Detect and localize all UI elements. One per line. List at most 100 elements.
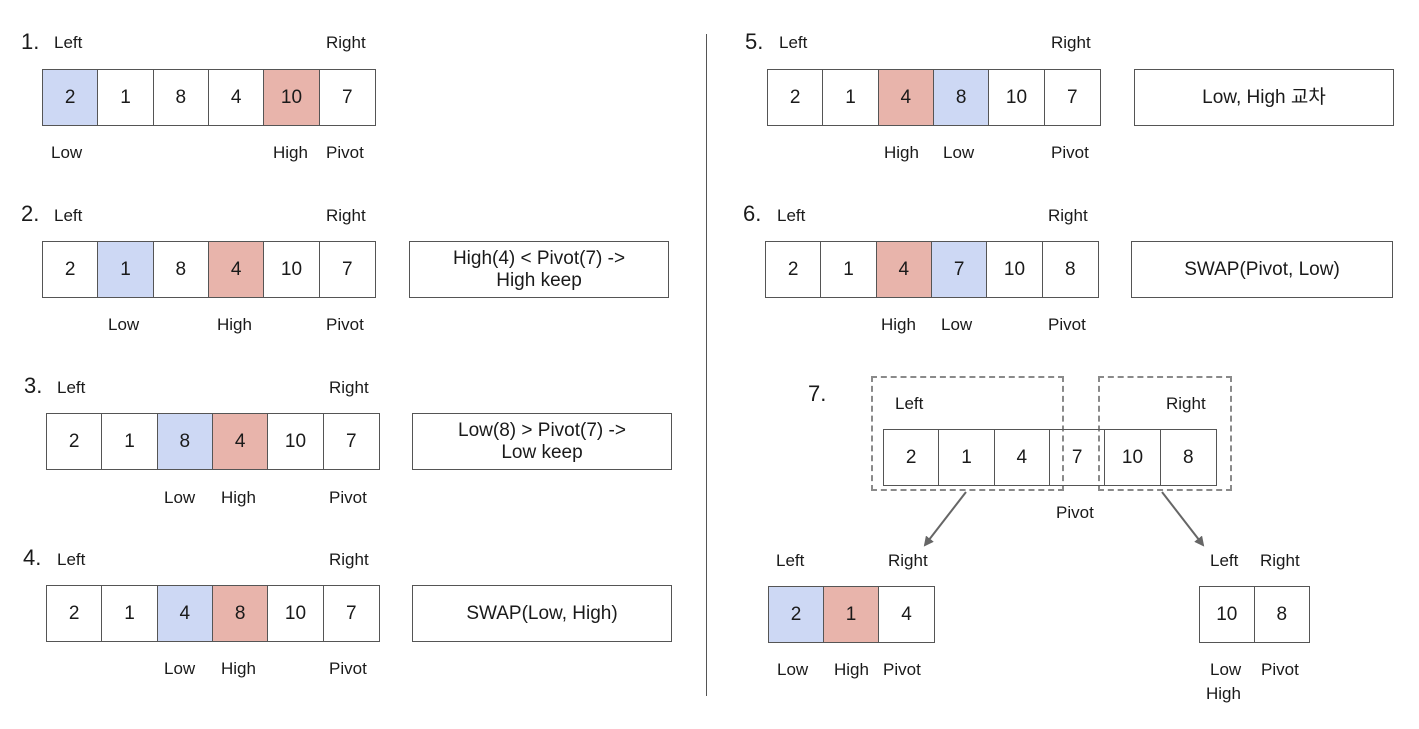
- array-cell: 4: [157, 586, 213, 641]
- step-note: SWAP(Low, High): [412, 585, 672, 642]
- array: 2 1 4 7 10 8: [765, 241, 1099, 298]
- step-note: High(4) < Pivot(7) -> High keep: [409, 241, 669, 298]
- array-cell: 10: [1105, 430, 1161, 485]
- column-divider: [706, 34, 707, 696]
- step-number: 7.: [808, 381, 827, 406]
- array-cell: 10: [268, 414, 324, 469]
- array-cell: 10: [268, 586, 324, 641]
- left-label: Left: [895, 394, 924, 413]
- sub-right-right-label: Right: [1260, 551, 1300, 570]
- array-cell: 8: [1065, 258, 1076, 280]
- left-label: Left: [779, 33, 808, 52]
- high-label: High: [221, 659, 256, 678]
- left-label: Left: [54, 206, 83, 225]
- array-cell: 10: [264, 70, 320, 125]
- array: 2 1 8 4 10 7: [42, 69, 376, 126]
- array: 2 1 4 8 10 7: [46, 585, 380, 642]
- array-cell: 2: [884, 430, 940, 485]
- step-note: Low(8) > Pivot(7) -> Low keep: [412, 413, 672, 470]
- array-cell: 2: [768, 70, 824, 125]
- step-number: 2.: [21, 201, 40, 226]
- array-cell: 1: [821, 242, 877, 297]
- pivot-label: Pivot: [1056, 503, 1094, 522]
- array-cell: 1: [939, 430, 995, 485]
- pivot-label: Pivot: [326, 143, 364, 162]
- array-cell: 7: [346, 430, 357, 452]
- step-number: 4.: [23, 545, 42, 570]
- array-cell: 4: [876, 242, 932, 297]
- low-label: Low: [941, 315, 973, 334]
- array-cell: 1: [823, 70, 879, 125]
- arrow-right: [1161, 491, 1205, 547]
- array-cell: 8: [1183, 446, 1194, 468]
- array-cell: 7: [1050, 430, 1106, 485]
- sub-right-low-label: Low: [1210, 660, 1242, 679]
- low-label: Low: [51, 143, 83, 162]
- sub-array-right: 10 8: [1199, 586, 1310, 643]
- array-cell: 7: [342, 258, 353, 280]
- array: 2 1 8 4 10 7: [42, 241, 376, 298]
- low-label: Low: [108, 315, 140, 334]
- high-label: High: [884, 143, 919, 162]
- arrow-left: [923, 491, 967, 547]
- sub-left-low-label: Low: [777, 660, 809, 679]
- array-cell: 7: [931, 242, 988, 297]
- step-number: 6.: [743, 201, 762, 226]
- sub-left-high-label: High: [834, 660, 869, 679]
- right-label: Right: [1051, 33, 1091, 52]
- array-cell: 4: [208, 242, 265, 297]
- low-label: Low: [164, 488, 196, 507]
- left-label: Left: [777, 206, 806, 225]
- right-label: Right: [1048, 206, 1088, 225]
- sub-right-left-label: Left: [1210, 551, 1239, 570]
- array-cell: 1: [102, 414, 158, 469]
- array-cell: 1: [824, 587, 879, 642]
- high-label: High: [221, 488, 256, 507]
- sub-right-high-label: High: [1206, 684, 1241, 703]
- low-label: Low: [943, 143, 975, 162]
- right-label: Right: [326, 33, 366, 52]
- pivot-label: Pivot: [326, 315, 364, 334]
- array-cell: 2: [43, 242, 99, 297]
- array: 2 1 8 4 10 7: [46, 413, 380, 470]
- array-cell: 10: [1200, 587, 1255, 642]
- step-number: 1.: [21, 29, 40, 54]
- array-cell: 10: [989, 70, 1045, 125]
- low-label: Low: [164, 659, 196, 678]
- left-label: Left: [57, 550, 86, 569]
- array-cell: 10: [264, 242, 320, 297]
- right-partition-box: [1098, 376, 1232, 491]
- array: 2 1 4 7 10 8: [883, 429, 1217, 486]
- high-label: High: [273, 143, 308, 162]
- sub-left-left-label: Left: [776, 551, 805, 570]
- high-label: High: [217, 315, 252, 334]
- sub-left-pivot-label: Pivot: [883, 660, 921, 679]
- step-note: Low, High 교차: [1134, 69, 1394, 126]
- array-cell: 8: [157, 414, 213, 469]
- array-cell: 8: [933, 70, 990, 125]
- array-cell: 8: [212, 586, 269, 641]
- sub-left-right-label: Right: [888, 551, 928, 570]
- array-cell: 2: [47, 586, 103, 641]
- high-label: High: [881, 315, 916, 334]
- pivot-label: Pivot: [329, 488, 367, 507]
- right-label: Right: [326, 206, 366, 225]
- step-number: 5.: [745, 29, 764, 54]
- right-label: Right: [1166, 394, 1206, 413]
- step-number: 3.: [24, 373, 43, 398]
- left-partition-box: [871, 376, 1064, 491]
- sub-array-left: 2 1 4: [768, 586, 935, 643]
- array-cell: 8: [1276, 603, 1288, 625]
- left-label: Left: [54, 33, 83, 52]
- array-cell: 1: [102, 586, 158, 641]
- array-cell: 8: [154, 242, 209, 297]
- array-cell: 2: [769, 587, 824, 642]
- pivot-label: Pivot: [329, 659, 367, 678]
- pivot-label: Pivot: [1048, 315, 1086, 334]
- array: 2 1 4 8 10 7: [767, 69, 1101, 126]
- array-cell: 4: [878, 70, 934, 125]
- step-note: SWAP(Pivot, Low): [1131, 241, 1393, 298]
- array-cell: 10: [987, 242, 1043, 297]
- array-cell: 2: [766, 242, 822, 297]
